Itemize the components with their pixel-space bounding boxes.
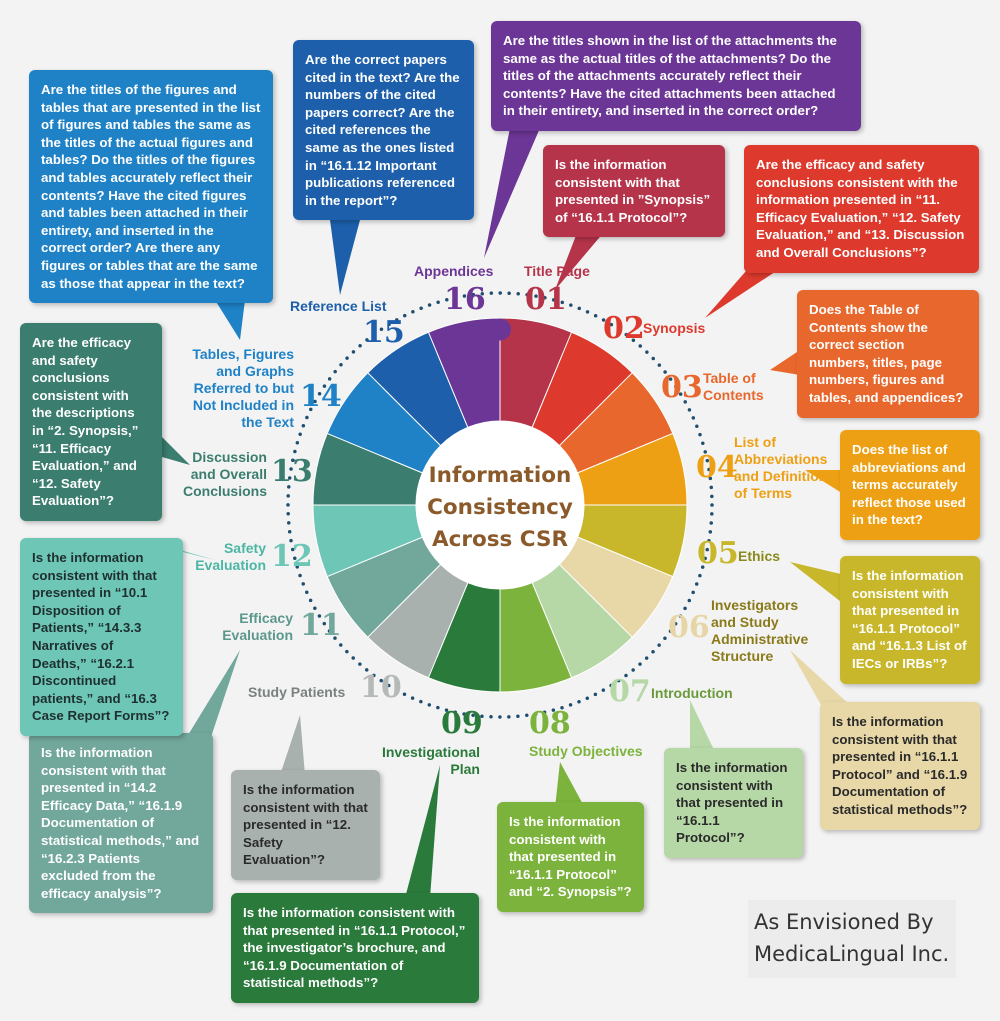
callout-tail-13 (155, 430, 190, 465)
section-number-14: 14 (300, 379, 342, 414)
section-number-04: 04 (696, 450, 738, 485)
callout-tail-16 (484, 128, 540, 258)
question-box-efficacy-evaluation: Is the information consistent with that … (29, 733, 213, 914)
question-box-study-objectives: Is the information consistent with that … (497, 802, 644, 912)
question-box-tables-figures: Are the titles of the figures and tables… (29, 70, 273, 304)
section-label-abbreviations: List of Abbreviations and Definition of … (734, 434, 828, 501)
question-box-ethics: Is the information consistent with that … (840, 556, 980, 684)
center-title-line-2: Consistency (427, 495, 573, 520)
credit-line-2: MedicaLingual Inc. (754, 942, 950, 966)
section-label-efficacy-evaluation: Efficacy Evaluation (222, 610, 293, 643)
center-title-line-1: Information (428, 463, 572, 488)
section-label-introduction: Introduction (651, 685, 733, 701)
puzzle-knob-16 (489, 318, 511, 341)
question-box-abbreviations: Does the list of abbreviations and terms… (840, 430, 980, 540)
section-label-synopsis: Synopsis (643, 320, 706, 336)
section-label-reference-list: Reference List (290, 298, 387, 314)
question-box-reference-list: Are the correct papers cited in the text… (293, 40, 474, 221)
question-box-discussion: Are the efficacy and safety conclusions … (20, 323, 162, 521)
section-label-title-page: Title Page (524, 263, 590, 279)
callout-tail-11 (185, 650, 240, 740)
callout-tail-08 (555, 762, 585, 808)
question-box-table-of-contents: Does the Table of Contents show the corr… (797, 290, 979, 418)
section-number-11: 11 (300, 608, 342, 643)
credit-box: As Envisioned By MedicaLingual Inc. (748, 900, 956, 978)
section-label-table-of-contents: Table of Contents (703, 370, 764, 403)
callout-tail-06 (790, 650, 850, 712)
question-box-synopsis: Are the efficacy and safety conclusions … (744, 145, 979, 273)
question-box-appendices: Are the titles shown in the list of the … (491, 21, 861, 131)
section-label-investigational-plan: Investigational Plan (381, 744, 480, 777)
question-box-study-patients: Is the information consistent with that … (231, 770, 380, 880)
callout-tail-09 (405, 765, 440, 898)
section-label-ethics: Ethics (738, 548, 781, 564)
section-label-safety-evaluation: Safety Evaluation (195, 540, 266, 573)
callout-tail-01 (555, 225, 610, 290)
section-number-08: 08 (529, 706, 571, 741)
center-title-line-3: Across CSR (431, 527, 569, 552)
section-number-05: 05 (697, 536, 739, 571)
callout-tail-04 (805, 470, 845, 495)
section-number-16: 16 (444, 282, 486, 317)
question-box-investigational-plan: Is the information consistent with that … (231, 893, 479, 1003)
question-box-title-page: Is the information consistent with that … (543, 145, 725, 238)
question-box-safety-evaluation: Is the information consistent with that … (20, 538, 183, 736)
question-box-investigators: Is the information consistent with that … (820, 702, 980, 830)
section-number-12: 12 (271, 539, 313, 574)
section-number-15: 15 (363, 315, 405, 350)
section-number-10: 10 (360, 670, 402, 705)
callout-tail-10 (280, 715, 305, 775)
section-number-09: 09 (441, 706, 483, 741)
section-number-07: 07 (609, 674, 651, 709)
callout-tail-05 (790, 562, 845, 605)
callout-tail-15 (330, 220, 360, 295)
callout-tail-14 (215, 300, 245, 340)
section-number-03: 03 (661, 370, 703, 405)
section-label-study-patients: Study Patients (248, 684, 346, 700)
section-label-appendices: Appendices (414, 263, 494, 279)
section-number-13: 13 (271, 454, 313, 489)
section-number-02: 02 (603, 311, 645, 346)
callout-tail-07 (690, 700, 715, 752)
section-number-01: 01 (525, 282, 567, 317)
center-title: Information Consistency Across CSR (415, 460, 585, 556)
section-label-discussion: Discussion and Overall Conclusions (182, 449, 267, 499)
section-label-study-objectives: Study Objectives (529, 743, 643, 759)
question-box-introduction: Is the information consistent with that … (664, 748, 803, 858)
credit-line-1: As Envisioned By (754, 910, 934, 934)
section-number-06: 06 (668, 610, 710, 645)
center-circle (416, 421, 584, 589)
callout-tail-03 (770, 350, 800, 375)
section-label-investigators: Investigators and Study Administrative S… (711, 597, 809, 664)
section-label-tables-figures: Tables, Figures and Graphs Referred to b… (192, 346, 294, 430)
